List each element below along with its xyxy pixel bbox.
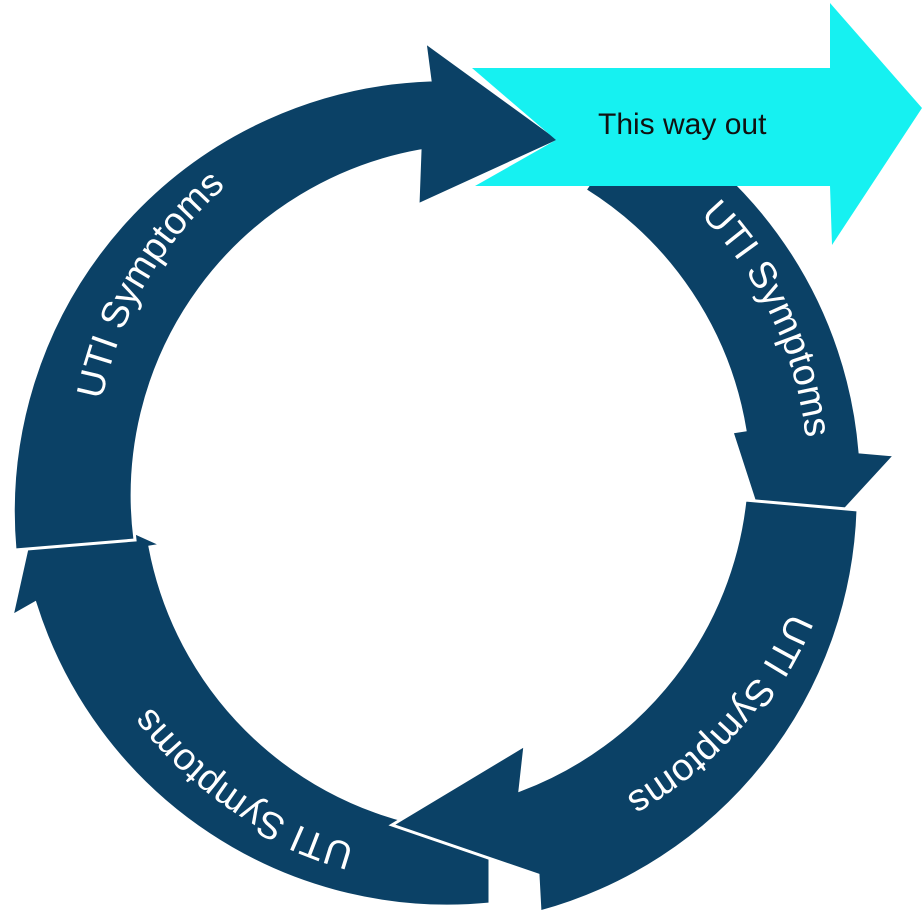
cycle-arrow-top-left (11, 38, 563, 552)
exit-arrow (472, 3, 922, 245)
cycle-arrow-bottom-left (9, 487, 492, 908)
exit-label: This way out (598, 108, 767, 141)
cycle-arrow-bottom-right (388, 498, 860, 914)
